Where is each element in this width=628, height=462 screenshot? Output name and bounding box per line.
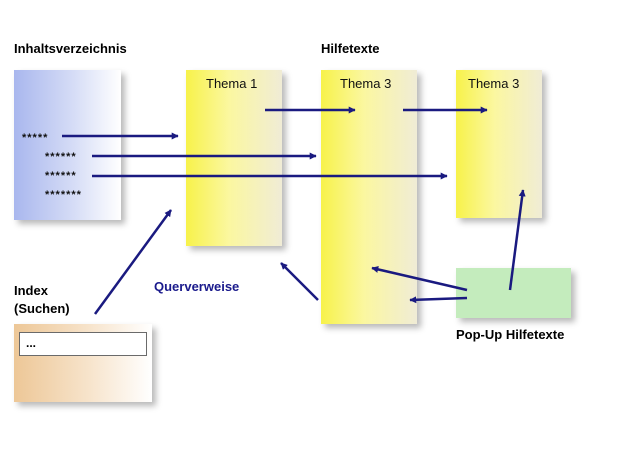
arrow-popup-to-topic3a-upper (371, 266, 468, 292)
toc-panel (14, 70, 121, 220)
topic3b-panel (456, 70, 542, 218)
arrow-index-to-topic1 (93, 209, 173, 315)
toc-entry[interactable]: ******* (45, 189, 82, 201)
arrow-popup-to-topic3b (508, 189, 526, 291)
toc-entry[interactable]: ****** (45, 170, 77, 182)
index-heading-line1: Index (14, 283, 48, 298)
toc-heading: Inhaltsverzeichnis (14, 41, 127, 56)
cross-references-label: Querverweise (154, 279, 240, 294)
help-texts-heading: Hilfetexte (321, 41, 380, 56)
arrow-topic3a-to-topic1 (280, 262, 319, 301)
topic1-title: Thema 1 (206, 76, 258, 91)
arrow-popup-to-topic3a-lower (409, 296, 468, 304)
index-search-input[interactable]: ... (19, 332, 147, 356)
topic3b-title: Thema 3 (468, 76, 520, 91)
toc-entry[interactable]: ****** (45, 151, 77, 163)
index-heading-line2: (Suchen) (14, 301, 70, 316)
popup-heading: Pop-Up Hilfetexte (456, 327, 565, 342)
topic1-panel (186, 70, 282, 246)
topic3a-title: Thema 3 (340, 76, 392, 91)
topic3a-panel (321, 70, 417, 324)
toc-entry[interactable]: ***** (22, 132, 49, 144)
popup-panel (456, 268, 571, 318)
